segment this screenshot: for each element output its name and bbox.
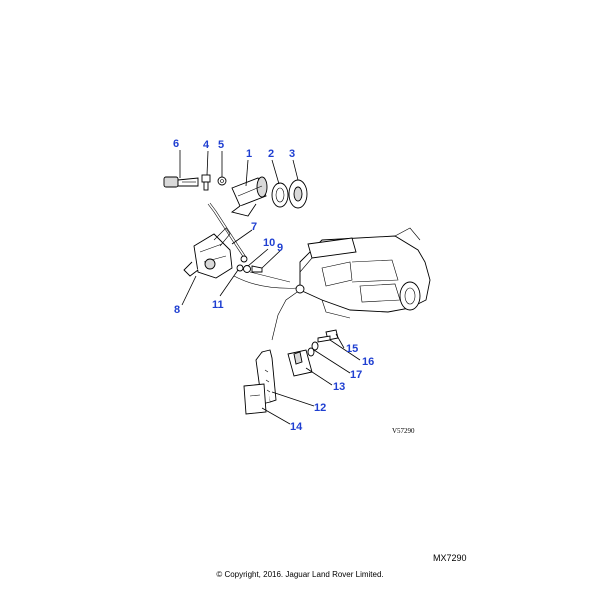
part-12-striker-bracket (255, 349, 277, 405)
callout-4: 4 (203, 139, 210, 151)
part-8-latch (183, 227, 233, 279)
callout-9: 9 (277, 242, 283, 254)
part-9-10-11-fasteners (236, 264, 263, 273)
callout-14: 14 (290, 421, 303, 433)
part-4-bolt (201, 174, 211, 191)
callout-17: 17 (350, 369, 362, 381)
diagram-number: MX7290 (433, 553, 467, 563)
callout-16: 16 (362, 356, 374, 368)
callout-7: 7 (251, 221, 257, 233)
callout-labels: 6 4 5 1 2 3 7 10 9 11 8 15 16 17 13 12 1… (173, 138, 374, 433)
callout-1: 1 (246, 148, 252, 160)
callout-11: 11 (212, 299, 224, 311)
part-7-rod (207, 202, 248, 263)
part-6-key (163, 176, 199, 188)
copyright-notice: © Copyright, 2016. Jaguar Land Rover Lim… (216, 570, 384, 579)
callout-15: 15 (346, 343, 358, 355)
part-2-gasket (271, 182, 289, 208)
callout-13: 13 (333, 381, 345, 393)
callout-2: 2 (268, 148, 274, 160)
callout-10: 10 (263, 237, 275, 249)
part-5-nut (217, 176, 227, 186)
callout-3: 3 (289, 148, 295, 160)
callout-5: 5 (218, 139, 224, 151)
callout-6: 6 (173, 138, 179, 150)
callout-12: 12 (314, 402, 326, 414)
drawing-reference: V57290 (392, 427, 415, 435)
part-1-lock-barrel (230, 176, 268, 217)
part-3-escutcheon (288, 179, 308, 209)
car-rear-illustration (233, 227, 431, 341)
part-15-16-17-fasteners (307, 329, 339, 357)
callout-8: 8 (174, 304, 180, 316)
leader-lines (179, 150, 361, 425)
part-14-shim (243, 383, 267, 415)
